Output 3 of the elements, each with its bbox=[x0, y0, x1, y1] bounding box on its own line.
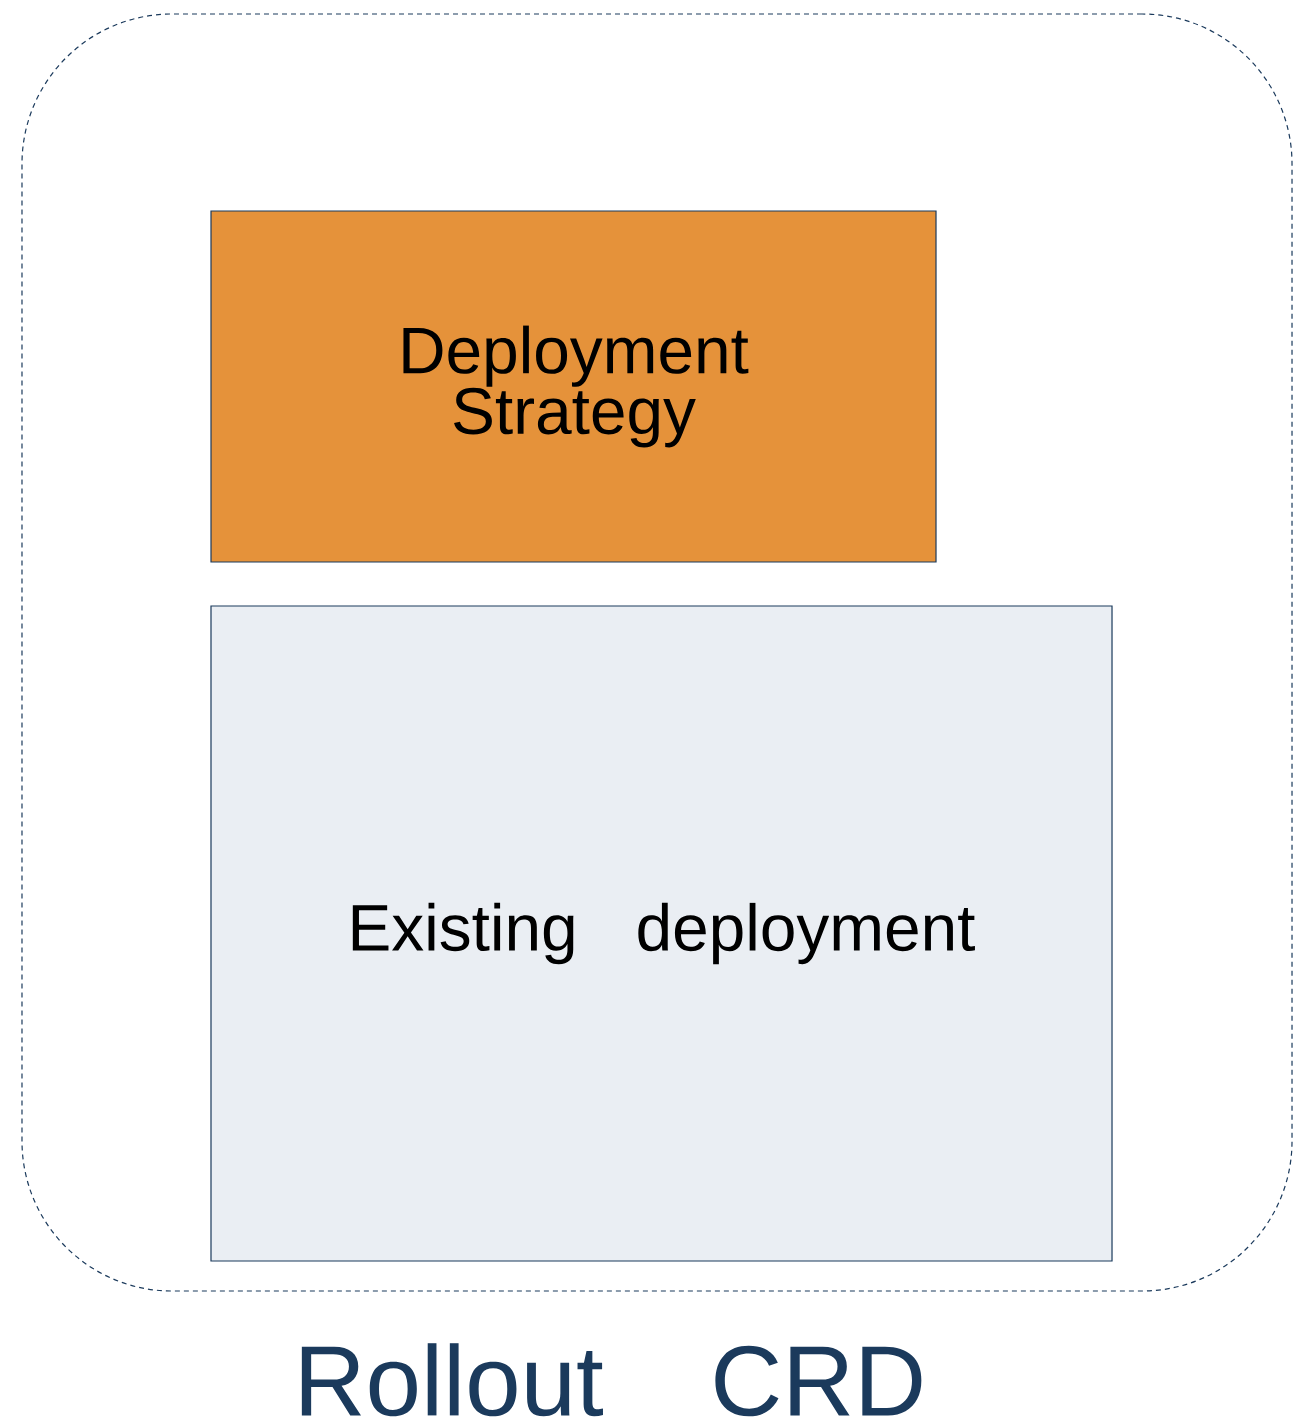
process-box: Deployment Strategy bbox=[210, 210, 937, 563]
process-box: Existing deployment bbox=[210, 605, 1113, 1262]
container-title: Rollout CRD bbox=[301, 1343, 922, 1417]
